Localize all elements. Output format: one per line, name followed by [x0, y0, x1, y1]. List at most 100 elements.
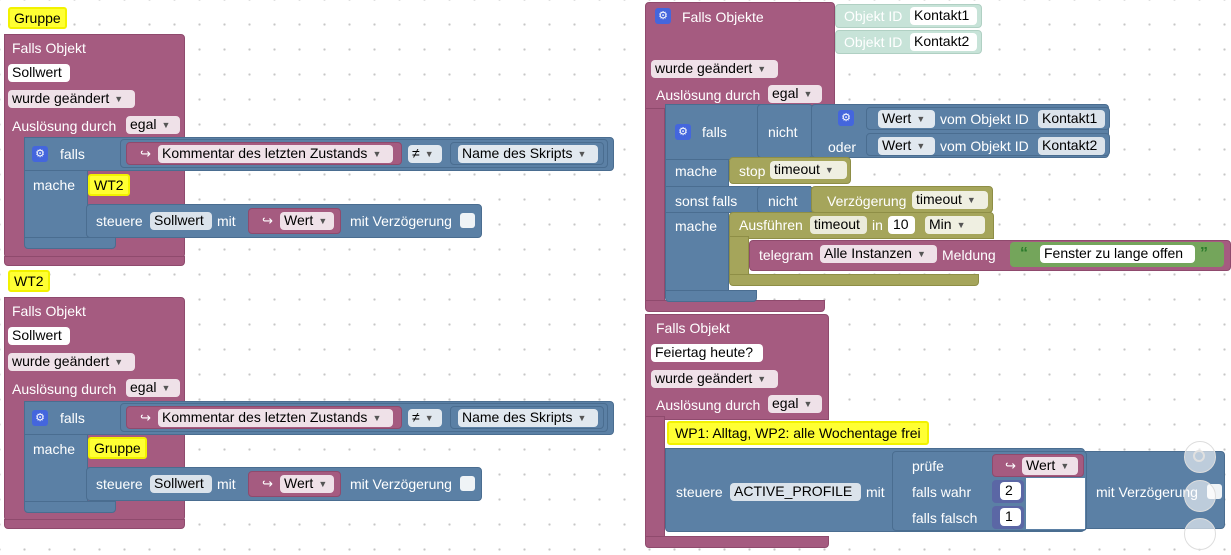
falls-objekte-label: Falls Objekte	[682, 9, 764, 25]
unit-dropdown-min[interactable]: Min▼	[925, 216, 985, 234]
comment-bubble-gruppe-inner[interactable]: Gruppe	[88, 437, 147, 459]
operator-dropdown[interactable]: ≠▼	[408, 409, 442, 427]
falls-wahr-label: falls wahr	[912, 484, 972, 500]
verzoegerung-label: Verzögerung	[827, 193, 907, 209]
object-field-sollwert[interactable]: Sollwert	[8, 64, 70, 82]
value-text: Wert	[1026, 457, 1056, 473]
oder-label: oder	[828, 139, 857, 155]
comment-bubble-wt2[interactable]: WT2	[88, 174, 130, 196]
zoom-in-button[interactable]	[1184, 480, 1216, 512]
dropdown-arrow-icon: ▼	[424, 413, 434, 423]
object-id-field-kontakt1[interactable]: Kontakt1	[1038, 110, 1105, 128]
true-value-field[interactable]: 2	[1000, 482, 1021, 500]
trigger-dropdown-egal[interactable]: egal▼	[768, 395, 822, 413]
zoom-out-button[interactable]	[1184, 518, 1216, 550]
close-quote-icon: ”	[1200, 245, 1208, 262]
value-dropdown-wert[interactable]: Wert▼	[1022, 457, 1078, 475]
ternary-empty-slot	[1026, 478, 1085, 529]
dropdown-arrow-icon: ▼	[318, 216, 328, 226]
operator-text: ≠	[412, 409, 420, 425]
trigger-dropdown-egal[interactable]: egal▼	[126, 379, 180, 397]
false-value-field[interactable]: 1	[1000, 508, 1021, 526]
value-dropdown-wert[interactable]: Wert▼	[280, 475, 334, 493]
condition-text: wurde geändert	[12, 353, 110, 369]
return-arrow-icon: ↪	[262, 476, 273, 491]
timeout-dropdown[interactable]: timeout▼	[770, 161, 847, 179]
comment-bubble-wt2-top[interactable]: WT2	[8, 270, 50, 292]
trigger-text: egal	[130, 116, 157, 132]
condition-dropdown[interactable]: wurde geändert ▼	[8, 353, 135, 371]
script-name-dropdown[interactable]: Name des Skripts▼	[458, 145, 598, 163]
return-arrow-icon: ↪	[262, 213, 273, 228]
delay-checkbox[interactable]	[460, 476, 475, 491]
mache-label-2: mache	[675, 218, 718, 234]
gear-icon[interactable]: ⚙	[32, 410, 48, 426]
value-text: Wert	[284, 212, 314, 228]
meldung-label: Meldung	[942, 247, 996, 263]
vom-objekt-label: vom Objekt ID	[940, 138, 1029, 154]
state-property-dropdown[interactable]: Kommentar des letzten Zustands▼	[158, 409, 393, 427]
control-object-field[interactable]: Sollwert	[150, 475, 212, 493]
value-text: Wert	[284, 475, 314, 491]
gear-icon[interactable]: ⚙	[675, 124, 691, 140]
value-dropdown-wert[interactable]: Wert ▼	[280, 212, 334, 230]
dropdown-arrow-icon: ▼	[161, 383, 171, 393]
timeout-name-field[interactable]: timeout	[810, 216, 867, 234]
gear-icon[interactable]: ⚙	[655, 8, 671, 24]
dropdown-arrow-icon: ▼	[114, 357, 124, 367]
object-field-sollwert[interactable]: Sollwert	[8, 327, 70, 345]
mit-label: mit	[217, 476, 236, 492]
control-object-field[interactable]: Sollwert	[150, 212, 212, 230]
trigger-dropdown-egal[interactable]: egal▼	[768, 85, 822, 103]
event-block-footer	[645, 536, 829, 548]
falls-falsch-label: falls falsch	[912, 510, 978, 526]
object-id-field-kontakt2[interactable]: Kontakt2	[910, 33, 977, 51]
value-dropdown-wert[interactable]: Wert▼	[878, 137, 935, 155]
condition-dropdown[interactable]: wurde geändert▼	[651, 60, 778, 78]
delay-number-field[interactable]: 10	[888, 216, 915, 234]
return-arrow-icon: ↪	[140, 146, 151, 161]
ausloesung-label: Auslösung durch	[656, 87, 761, 103]
condition-dropdown[interactable]: wurde geändert▼	[8, 90, 135, 108]
objekt-id-label: Objekt ID	[844, 34, 903, 50]
object-field-feiertag[interactable]: Feiertag heute?	[651, 344, 763, 362]
steuere-label: steuere	[96, 476, 143, 492]
property-text: Kommentar des letzten Zustands	[162, 409, 368, 425]
comment-bubble-wp[interactable]: WP1: Alltag, WP2: alle Wochentage frei	[667, 421, 929, 445]
state-property-dropdown[interactable]: Kommentar des letzten Zustands▼	[158, 145, 393, 163]
condition-text: wurde geändert	[12, 90, 110, 106]
mit-verzoegerung-label: mit Verzögerung	[350, 476, 452, 492]
control-object-field[interactable]: ACTIVE_PROFILE	[730, 483, 861, 501]
not-block[interactable]	[757, 104, 813, 158]
vom-objekt-label: vom Objekt ID	[940, 111, 1029, 127]
event-block-footer	[4, 256, 185, 266]
operator-text: ≠	[412, 145, 420, 161]
object-id-field-kontakt2[interactable]: Kontakt2	[1038, 137, 1105, 155]
event-block-spine	[645, 108, 665, 304]
script-name-dropdown[interactable]: Name des Skripts▼	[458, 409, 598, 427]
mache-label: mache	[675, 163, 718, 179]
property-text: Kommentar des letzten Zustands	[162, 145, 368, 161]
operator-dropdown[interactable]: ≠▼	[408, 145, 442, 163]
dropdown-arrow-icon: ▼	[577, 413, 587, 423]
message-text-field[interactable]: Fenster zu lange offen	[1040, 245, 1195, 263]
dropdown-arrow-icon: ▼	[757, 64, 767, 74]
script-name-text: Name des Skripts	[462, 145, 573, 161]
delay-checkbox[interactable]	[460, 213, 475, 228]
trigger-text: egal	[772, 395, 799, 411]
gear-icon[interactable]: ⚙	[32, 146, 48, 162]
timeout-text: timeout	[774, 161, 820, 177]
timeout-dropdown[interactable]: timeout▼	[912, 191, 988, 209]
event-block-spine	[645, 416, 665, 542]
value-dropdown-wert[interactable]: Wert▼	[878, 110, 935, 128]
condition-dropdown[interactable]: wurde geändert▼	[651, 370, 778, 388]
gear-icon[interactable]: ⚙	[838, 110, 854, 126]
ausloesung-label: Auslösung durch	[12, 381, 117, 397]
instance-dropdown[interactable]: Alle Instanzen▼	[820, 245, 937, 263]
comment-bubble-gruppe[interactable]: Gruppe	[8, 7, 67, 29]
dropdown-arrow-icon: ▼	[916, 249, 926, 259]
object-id-field-kontakt1[interactable]: Kontakt1	[910, 7, 977, 25]
trigger-dropdown-egal[interactable]: egal▼	[126, 116, 180, 134]
unit-text: Min	[929, 216, 952, 232]
objekt-id-label: Objekt ID	[844, 8, 903, 24]
